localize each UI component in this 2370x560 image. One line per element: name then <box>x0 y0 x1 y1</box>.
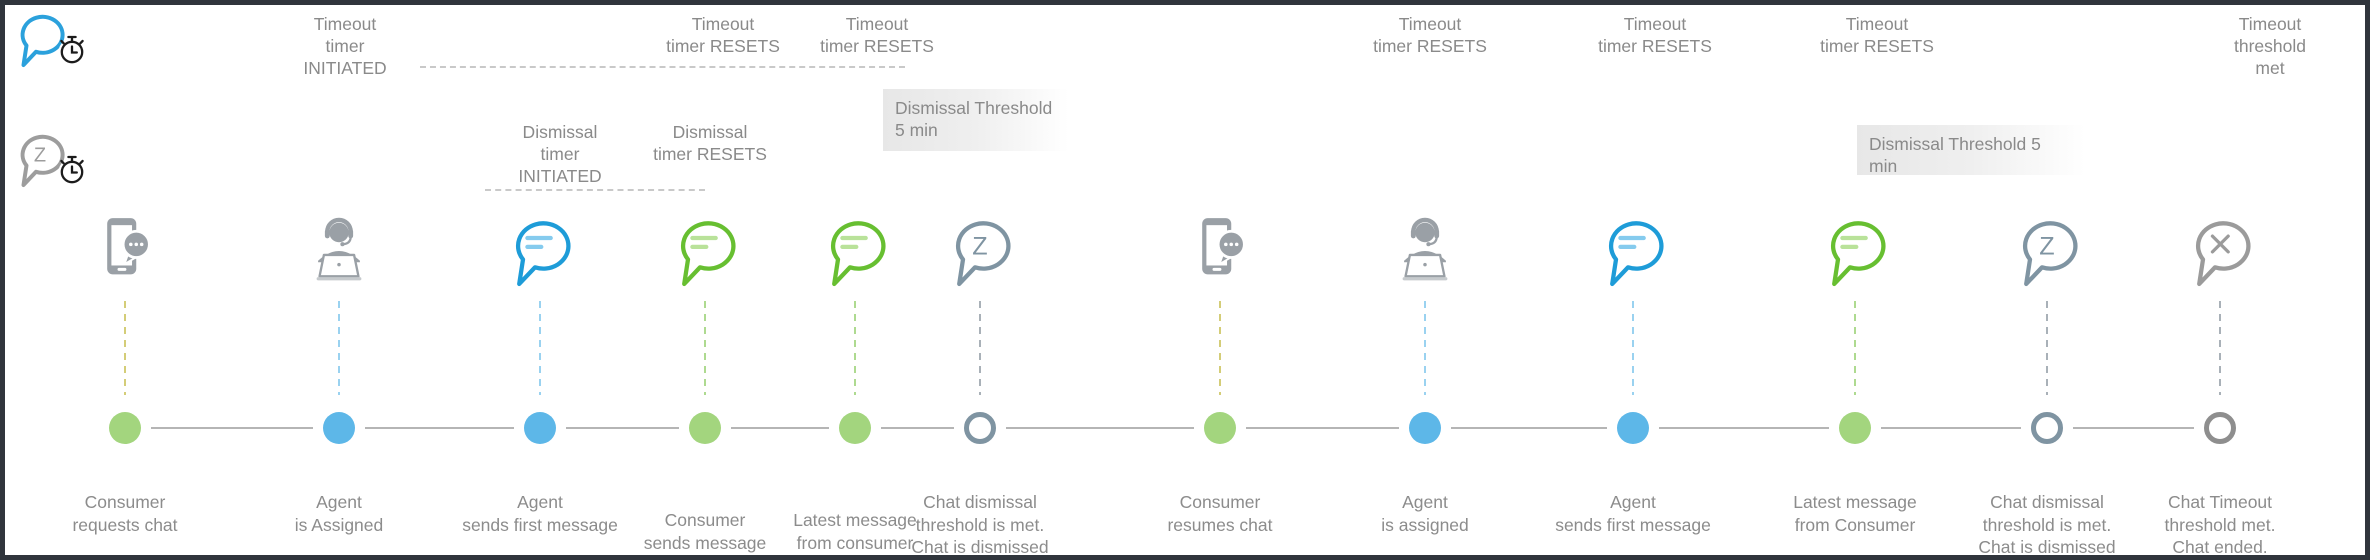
event-label: Consumer resumes chat <box>1167 492 1273 535</box>
timeout-timer-legend-icon <box>15 11 91 78</box>
timeout-timer-label: Timeout timer INITIATED <box>303 14 387 78</box>
timeline-segment <box>2073 427 2194 430</box>
event-label: Consumer requests chat <box>72 492 178 535</box>
agent-message-bubble-icon <box>1602 216 1665 294</box>
timeline-dot-hollow_gray <box>2204 412 2236 444</box>
timeout-timer-label: Timeout timer RESETS <box>1373 14 1487 56</box>
timeline-dot-green <box>1839 412 1871 444</box>
event-connector-dash <box>1631 301 1635 395</box>
dismissal-threshold-box: Dismissal Threshold 5 min <box>1857 125 2085 176</box>
timeline-dot-green <box>839 412 871 444</box>
timeout-timer-label: Timeout timer RESETS <box>1820 14 1934 56</box>
timeline-dot-green <box>109 412 141 444</box>
timeline-dot-hollow_slate <box>2031 412 2063 444</box>
timeline-dot-blue <box>1617 412 1649 444</box>
chat-ended-x-bubble-icon <box>2189 216 2252 294</box>
dismissal-timer-label: Dismissal timer INITIATED <box>518 122 602 186</box>
dismissal-timer-legend-icon: Z <box>15 131 91 198</box>
event-connector-dash <box>853 301 857 395</box>
timeline-segment <box>1881 427 2021 430</box>
timeline-dot-hollow_slate <box>964 412 996 444</box>
event-label: Agent is Assigned <box>294 492 384 535</box>
consumer-phone-chat-icon <box>1190 216 1250 289</box>
event-label: Latest message from Consumer <box>1793 492 1917 535</box>
event-connector-dash <box>978 301 982 395</box>
dismissal-timer-dashed-line <box>485 189 705 191</box>
event-connector-dash <box>337 301 341 395</box>
event-connector-dash <box>1853 301 1857 395</box>
event-connector-dash <box>538 301 542 395</box>
timeline-dot-blue <box>524 412 556 444</box>
event-label: Agent is assigned <box>1381 492 1469 535</box>
timeline-dot-green <box>1204 412 1236 444</box>
consumer-message-bubble-icon <box>674 216 737 294</box>
timeline-segment <box>1006 427 1194 430</box>
dismissal-timer-label: Dismissal timer RESETS <box>653 122 767 164</box>
svg-text:Z: Z <box>34 145 46 167</box>
event-label: Chat Timeout threshold met. Chat ended. <box>2164 492 2276 557</box>
timeout-timer-label: Timeout threshold met <box>2234 14 2306 78</box>
event-label: Agent sends first message <box>462 492 618 535</box>
event-label: Consumer sends message <box>643 510 767 553</box>
event-connector-dash <box>123 301 127 395</box>
timeout-timer-dashed-line <box>420 66 905 68</box>
consumer-message-bubble-icon <box>824 216 887 294</box>
stopwatch-icon <box>58 35 86 66</box>
svg-text:Z: Z <box>2039 232 2054 260</box>
event-label: Agent sends first message <box>1555 492 1711 535</box>
consumer-message-bubble-icon <box>1824 216 1887 294</box>
timeline-segment <box>151 427 313 430</box>
event-label: Chat dismissal threshold is met. Chat is… <box>911 492 1049 557</box>
timeline-dot-blue <box>1409 412 1441 444</box>
timeline-segment <box>881 427 954 430</box>
timeline-segment <box>1246 427 1399 430</box>
snooze-bubble-icon: Z <box>949 216 1012 294</box>
timeline-segment <box>365 427 514 430</box>
event-connector-dash <box>2218 301 2222 395</box>
event-connector-dash <box>1218 301 1222 395</box>
event-label: Latest message from consumer <box>793 510 917 553</box>
event-connector-dash <box>2045 301 2049 395</box>
event-connector-dash <box>703 301 707 395</box>
agent-headset-laptop-icon <box>1388 216 1462 293</box>
timeout-timer-label: Timeout timer RESETS <box>820 14 934 56</box>
event-connector-dash <box>1423 301 1427 395</box>
timeout-timer-label: Timeout timer RESETS <box>1598 14 1712 56</box>
dismissal-threshold-box: Dismissal Threshold 5 min <box>883 89 1069 151</box>
timeline-segment <box>1451 427 1607 430</box>
event-label: Chat dismissal threshold is met. Chat is… <box>1978 492 2116 557</box>
svg-text:Z: Z <box>972 232 987 260</box>
stopwatch-icon <box>58 155 86 186</box>
agent-message-bubble-icon <box>509 216 572 294</box>
timeline-segment <box>731 427 829 430</box>
snooze-bubble-icon: Z <box>2016 216 2079 294</box>
timeline-segment <box>1659 427 1829 430</box>
timeline-dot-green <box>689 412 721 444</box>
timeline-segment <box>566 427 679 430</box>
agent-headset-laptop-icon <box>302 216 376 293</box>
consumer-phone-chat-icon <box>95 216 155 289</box>
timeout-timer-label: Timeout timer RESETS <box>666 14 780 56</box>
timeline-dot-blue <box>323 412 355 444</box>
